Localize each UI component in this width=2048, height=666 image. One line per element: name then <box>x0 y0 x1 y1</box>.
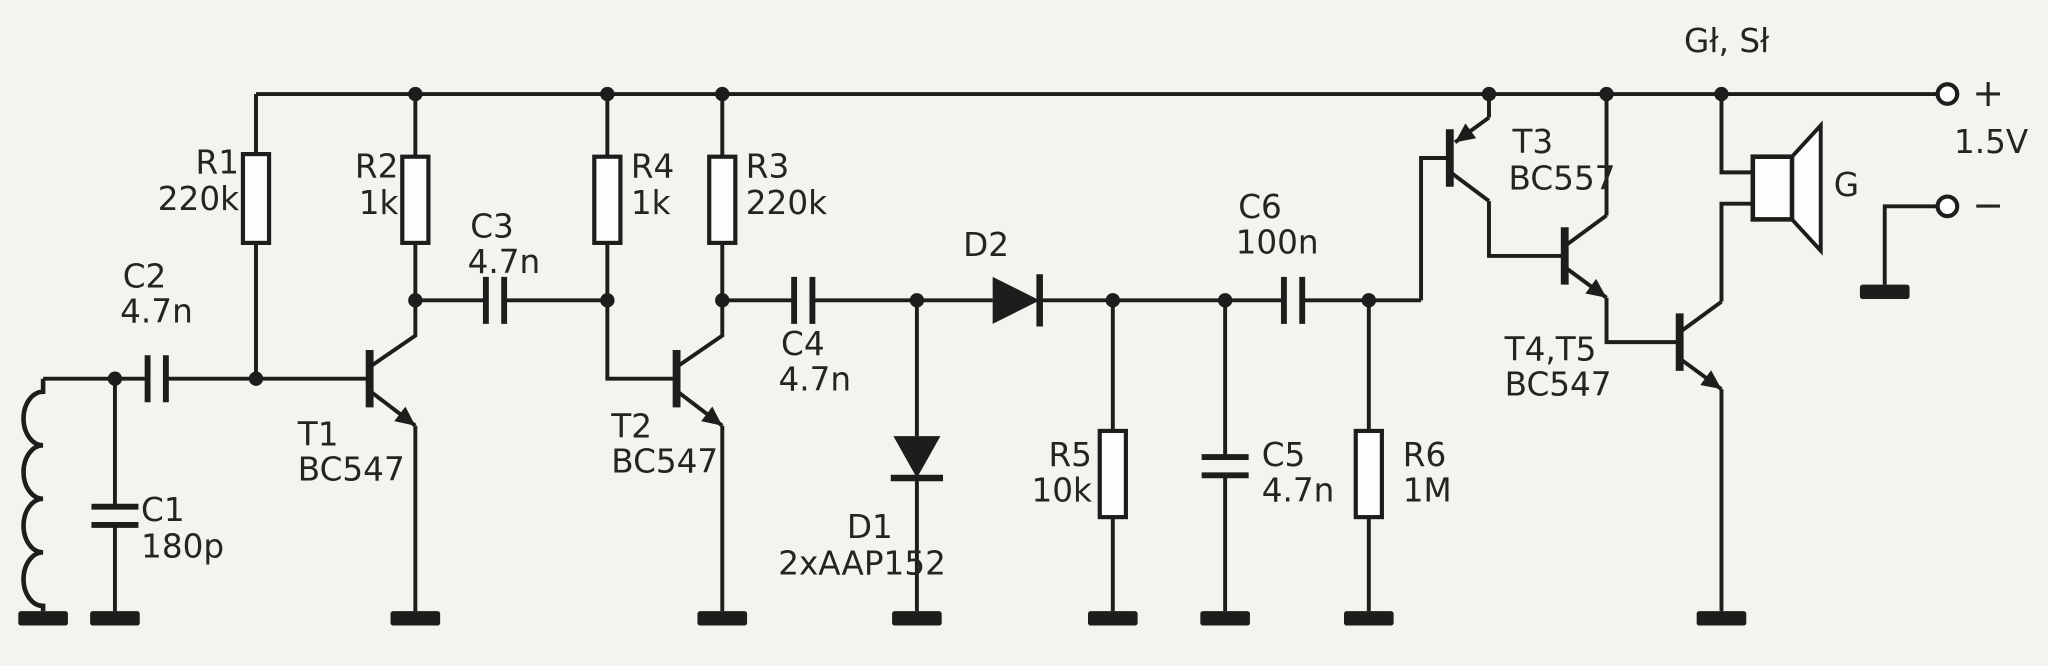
label-c1-value: 180p <box>141 528 224 566</box>
label-r6-ref: R6 <box>1403 436 1446 474</box>
ground-icon <box>1088 611 1138 626</box>
ground-icon <box>1859 284 1910 300</box>
label-t4t5-ref: T4,T5 <box>1504 330 1597 368</box>
label-t3-ref: T3 <box>1511 123 1553 161</box>
label-d2-ref: D2 <box>963 226 1009 264</box>
label-c5-ref: C5 <box>1262 436 1306 474</box>
ground-icon <box>390 611 441 626</box>
label-t3-value: BC557 <box>1509 159 1616 197</box>
label-t1-value: BC547 <box>298 451 405 489</box>
transistor-t5 <box>1675 300 1724 612</box>
transistor-t2 <box>672 300 725 612</box>
capacitor-c6 <box>1280 276 1306 324</box>
label-r4-value: 1k <box>631 184 671 222</box>
label-r5-ref: R5 <box>1048 436 1091 474</box>
label-c4-value: 4.7n <box>778 360 851 398</box>
resistor-r5 <box>1097 300 1128 612</box>
capacitor-c5 <box>1201 300 1249 612</box>
antenna-coil <box>21 378 46 612</box>
wire-network <box>43 92 1937 381</box>
label-c3-ref: C3 <box>470 208 514 246</box>
ground-icon <box>892 611 942 626</box>
label-minus: − <box>1972 183 2004 227</box>
label-r6-value: 1M <box>1403 471 1452 509</box>
label-t2-value: BC547 <box>611 443 718 481</box>
ground-icon <box>697 611 748 626</box>
capacitor-c1 <box>91 378 139 612</box>
speaker-icon <box>1750 120 1823 256</box>
label-c1-ref: C1 <box>141 491 185 529</box>
label-r3-ref: R3 <box>746 148 789 186</box>
label-r4-ref: R4 <box>631 148 674 186</box>
ground-icon <box>90 611 140 626</box>
label-t2-ref: T2 <box>610 407 652 445</box>
ground-icon <box>1344 611 1394 626</box>
label-c2-ref: C2 <box>123 257 167 295</box>
diode-d1 <box>890 300 944 612</box>
label-c6-ref: C6 <box>1238 188 1282 226</box>
labels: R1 220k R2 1k C2 4.7n C1 180p T1 BC547 C… <box>120 22 2029 582</box>
label-c2-value: 4.7n <box>120 293 193 331</box>
resistor-r2 <box>400 94 431 301</box>
ground-symbols <box>18 284 1910 626</box>
ground-icon <box>1696 611 1747 626</box>
label-d1-ref: D1 <box>847 508 893 546</box>
label-c5-value: 4.7n <box>1262 471 1335 509</box>
label-t4t5-value: BC547 <box>1505 366 1612 404</box>
diode-d2 <box>992 274 1043 327</box>
label-output: Gł, Sł <box>1684 22 1770 60</box>
terminal-minus <box>1935 194 1960 219</box>
transistor-t1 <box>365 300 418 612</box>
label-r5-value: 10k <box>1031 471 1092 509</box>
ground-icon <box>18 611 68 626</box>
capacitor-c2 <box>144 355 169 403</box>
capacitor-c4 <box>791 276 816 324</box>
label-c4-ref: C4 <box>781 325 825 363</box>
resistor-r4 <box>592 94 623 301</box>
resistor-r1 <box>240 94 272 379</box>
label-voltage: 1.5V <box>1954 123 2029 161</box>
label-speaker-ref: G <box>1834 166 1859 204</box>
resistor-r3 <box>707 94 738 301</box>
label-plus: + <box>1972 71 2004 115</box>
label-r1-value: 220k <box>158 180 239 218</box>
transistor-t4 <box>1560 213 1608 300</box>
capacitor-c3 <box>482 276 508 324</box>
label-r1-ref: R1 <box>196 144 239 182</box>
resistor-r6 <box>1353 300 1384 612</box>
transistor-t3 <box>1445 115 1491 203</box>
ground-icon <box>1200 611 1250 626</box>
junction-dots <box>107 86 1729 386</box>
label-c6-value: 100n <box>1236 223 1319 261</box>
label-r2-value: 1k <box>359 184 399 222</box>
label-d1-value: 2xAAP152 <box>778 545 946 583</box>
label-t1-ref: T1 <box>297 415 339 453</box>
label-r2-ref: R2 <box>355 148 398 186</box>
terminal-plus <box>1935 82 1960 106</box>
label-r3-value: 220k <box>746 184 827 222</box>
label-c3-value: 4.7n <box>468 243 541 281</box>
